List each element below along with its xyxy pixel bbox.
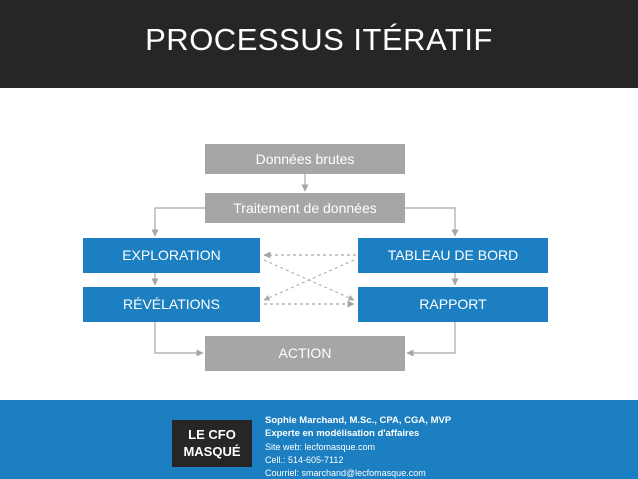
contact-website[interactable]: Site web: lecfomasque.com	[265, 441, 376, 452]
contact-name: Sophie Marchand, M.Sc., CPA, CGA, MVP	[265, 415, 452, 426]
node-action[interactable]: ACTION	[205, 336, 405, 371]
page-title: PROCESSUS ITÉRATIF	[145, 22, 493, 57]
contact-email[interactable]: Courriel: smarchand@lecfomasque.com	[265, 467, 426, 478]
node-donnees-brutes[interactable]: Données brutes	[205, 144, 405, 174]
logo-line-2: MASQUÉ	[183, 443, 241, 459]
diagram-arrows	[151, 174, 459, 357]
logo-line-1: LE CFO	[188, 427, 236, 443]
contact-phone: Cell.: 514-605-7112	[265, 454, 344, 465]
node-rapport[interactable]: RAPPORT	[358, 287, 548, 322]
node-tableau-de-bord[interactable]: TABLEAU DE BORD	[358, 238, 548, 273]
process-diagram: Données brutes Traitement de données EXP…	[0, 88, 638, 400]
node-traitement-donnees[interactable]: Traitement de données	[205, 193, 405, 223]
slide-header: PROCESSUS ITÉRATIF	[0, 0, 638, 88]
contact-block: Sophie Marchand, M.Sc., CPA, CGA, MVP Ex…	[265, 414, 451, 479]
logo: LE CFO MASQUÉ	[172, 420, 252, 467]
slide-footer: LE CFO MASQUÉ Sophie Marchand, M.Sc., CP…	[0, 400, 638, 479]
node-exploration[interactable]: EXPLORATION	[83, 238, 260, 273]
node-revelations[interactable]: RÉVÉLATIONS	[83, 287, 260, 322]
contact-role: Experte en modélisation d'affaires	[265, 428, 420, 440]
